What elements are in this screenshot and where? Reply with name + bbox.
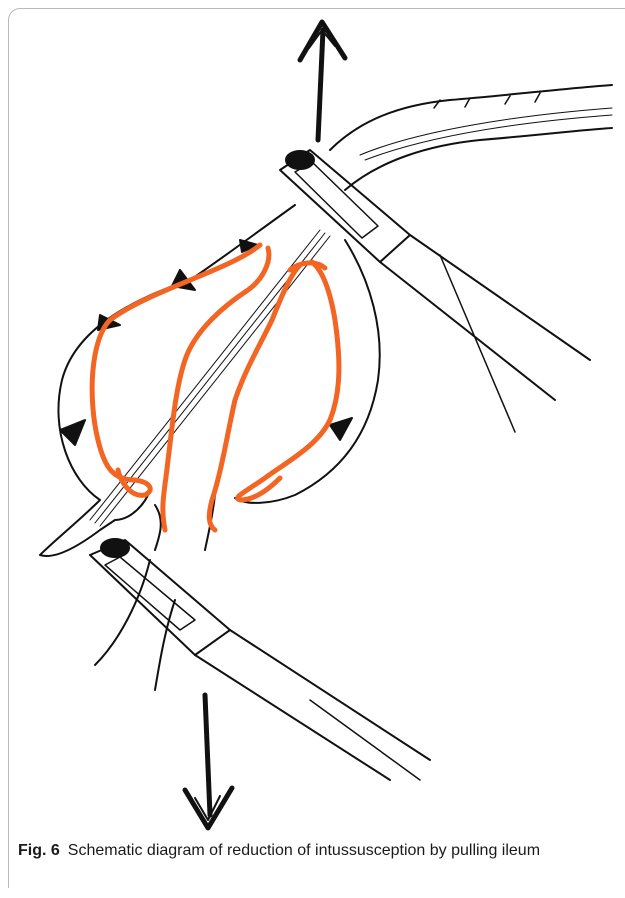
intussusceptum-outline xyxy=(92,245,339,530)
figure-caption-text: Schematic diagram of reduction of intuss… xyxy=(68,842,540,859)
figure-caption: Fig. 6 Schematic diagram of reduction of … xyxy=(18,840,618,862)
lower-clamp xyxy=(90,539,430,780)
up-arrow xyxy=(300,22,345,140)
down-arrow xyxy=(185,695,232,828)
figure-label: Fig. 6 xyxy=(18,842,60,859)
upper-bowel xyxy=(330,85,612,190)
